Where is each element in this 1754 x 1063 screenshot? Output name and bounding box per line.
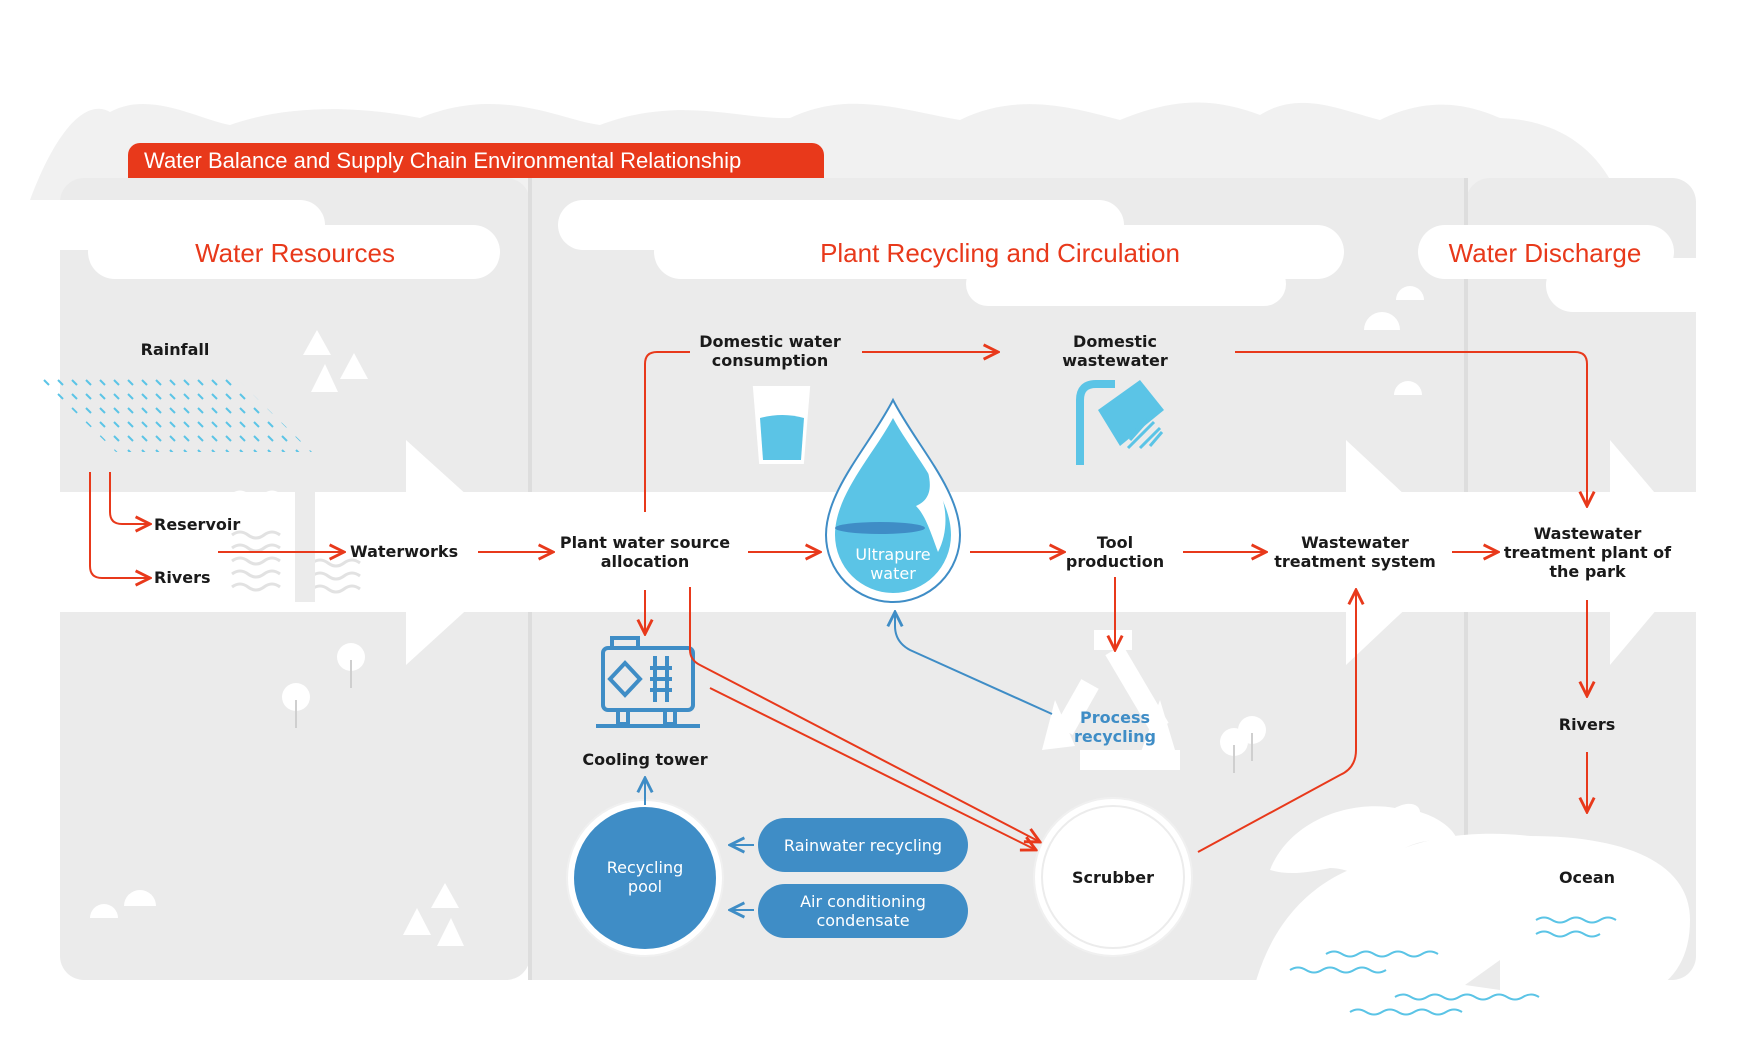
- label-rivers-in: Rivers: [154, 568, 211, 587]
- arrow-process-ultrapure: [895, 612, 1053, 715]
- ocean-area: [1245, 833, 1690, 1063]
- arrow-scrubber-system: [1197, 590, 1356, 853]
- dolphin-icon: [1270, 803, 1458, 900]
- label-wastewater-system: Wastewater treatment system: [1274, 533, 1436, 571]
- flow-arrows: [89, 351, 1587, 853]
- label-domestic-consumption: Domestic water consumption: [699, 332, 841, 370]
- label-recycling-pool: Recycling pool: [606, 858, 684, 896]
- label-ac-condensate: Air conditioning condensate: [800, 892, 926, 930]
- label-tool-production: Tool production: [1065, 533, 1165, 571]
- section-header-cloud-resources: [88, 225, 500, 279]
- arrow-allocation-domestic: [644, 351, 690, 512]
- arrow-allocation-scrubber-1: [689, 587, 1040, 842]
- diagram-title: Water Balance and Supply Chain Environme…: [128, 143, 824, 178]
- label-park-treatment-plant: Wastewater treatment plant of the park: [1503, 524, 1672, 581]
- section-plant-recycling: Plant Recycling and Circulation: [820, 238, 1180, 268]
- label-rainwater-recycling: Rainwater recycling: [783, 836, 943, 855]
- label-waterworks: Waterworks: [350, 542, 459, 561]
- rain-icon: [40, 378, 312, 452]
- arrow-wastewater-park: [1235, 351, 1587, 506]
- label-ocean: Ocean: [1558, 868, 1616, 887]
- shower-icon: [1076, 380, 1164, 465]
- label-cooling-tower: Cooling tower: [582, 750, 708, 769]
- rainwater-recycling-node: [758, 818, 968, 872]
- band-arrow-1: [406, 440, 530, 665]
- label-rainfall: Rainfall: [140, 340, 210, 359]
- label-domestic-wastewater: Domestic wastewater: [1062, 332, 1168, 370]
- band-arrow-3: [1610, 440, 1705, 665]
- blue-flow-arrows: [645, 612, 1053, 910]
- cooling-tower-icon: [596, 636, 700, 728]
- section-water-resources: Water Resources: [195, 238, 395, 268]
- arrow-cooling-scrubber: [709, 687, 1036, 850]
- arrow-rain-reservoir: [109, 472, 150, 524]
- ac-condensate-node: [758, 884, 968, 938]
- section-water-discharge: Water Discharge: [1448, 238, 1642, 268]
- label-process-recycling: Process recycling: [1074, 708, 1156, 746]
- label-reservoir: Reservoir: [154, 515, 241, 534]
- ocean-waves: [1289, 916, 1617, 1016]
- label-ultrapure-water: Ultrapure water: [855, 545, 931, 583]
- arrow-rain-rivers: [89, 472, 150, 578]
- label-scrubber: Scrubber: [1072, 868, 1154, 887]
- label-rivers-out: Rivers: [1558, 715, 1616, 734]
- label-plant-water-allocation: Plant water source allocation: [559, 533, 731, 571]
- band-arrow-2: [1346, 440, 1466, 665]
